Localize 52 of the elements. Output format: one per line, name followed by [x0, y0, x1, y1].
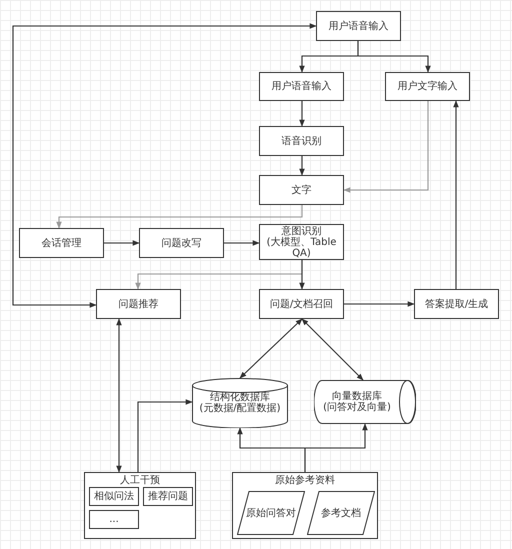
process-box — [259, 126, 344, 156]
node-label: 问题推荐 — [118, 298, 160, 310]
node-label: 答案提取/生成 — [424, 298, 490, 310]
node-label: 用户语音输入 — [328, 20, 390, 32]
process-box — [259, 289, 344, 319]
process-box — [96, 289, 181, 319]
arrow — [56, 205, 303, 229]
arrow — [224, 240, 260, 246]
arrow — [104, 240, 140, 246]
node-label: 参考文档 — [320, 508, 362, 518]
arrow — [240, 318, 302, 378]
arrow — [12, 23, 317, 308]
node-label: 向量数据库 (问答对及向量) — [322, 391, 392, 413]
node-label: 语音识别 — [280, 136, 322, 146]
process-box — [139, 228, 224, 258]
arrow — [343, 101, 429, 193]
node-label: 文字 — [290, 184, 312, 196]
node-label: 用户语音输入 — [270, 81, 332, 92]
process-box — [385, 72, 470, 101]
process-box — [19, 228, 104, 258]
process-box — [316, 11, 401, 41]
node-label: 意图识别 (大模型、Table QA) — [266, 226, 338, 258]
process-box — [259, 224, 344, 260]
item-box — [89, 510, 139, 529]
arrow — [116, 318, 122, 473]
arrow — [302, 318, 364, 380]
arrow — [137, 399, 193, 472]
node-label: 原始问答对 — [245, 508, 297, 518]
arrow — [344, 301, 415, 307]
arrow — [357, 41, 431, 73]
node-label: 会话管理 — [40, 238, 82, 248]
arrow — [299, 260, 305, 290]
group-panel — [84, 472, 196, 539]
process-box — [259, 175, 344, 205]
process-box — [414, 289, 499, 319]
node-label: 问题/文档召回 — [268, 298, 334, 310]
group-panel — [232, 472, 378, 539]
item-box — [89, 487, 139, 506]
node-label: 结构化数据库 (元数据/配置数据) — [198, 392, 282, 414]
node-label: 相似问法 — [93, 491, 135, 502]
arrow — [299, 101, 305, 127]
node-label: 原始参考资料 — [274, 474, 336, 486]
item-box — [143, 487, 193, 506]
arrow — [304, 423, 368, 472]
arrow — [453, 100, 459, 289]
process-box — [259, 72, 344, 101]
node-label: 人工干预 — [119, 474, 161, 486]
node-label: ... — [108, 514, 120, 525]
arrow — [299, 156, 305, 176]
node-label: 用户文字输入 — [396, 81, 458, 92]
node-label: 推荐问题 — [147, 491, 189, 502]
node-label: 问题改写 — [160, 238, 202, 248]
